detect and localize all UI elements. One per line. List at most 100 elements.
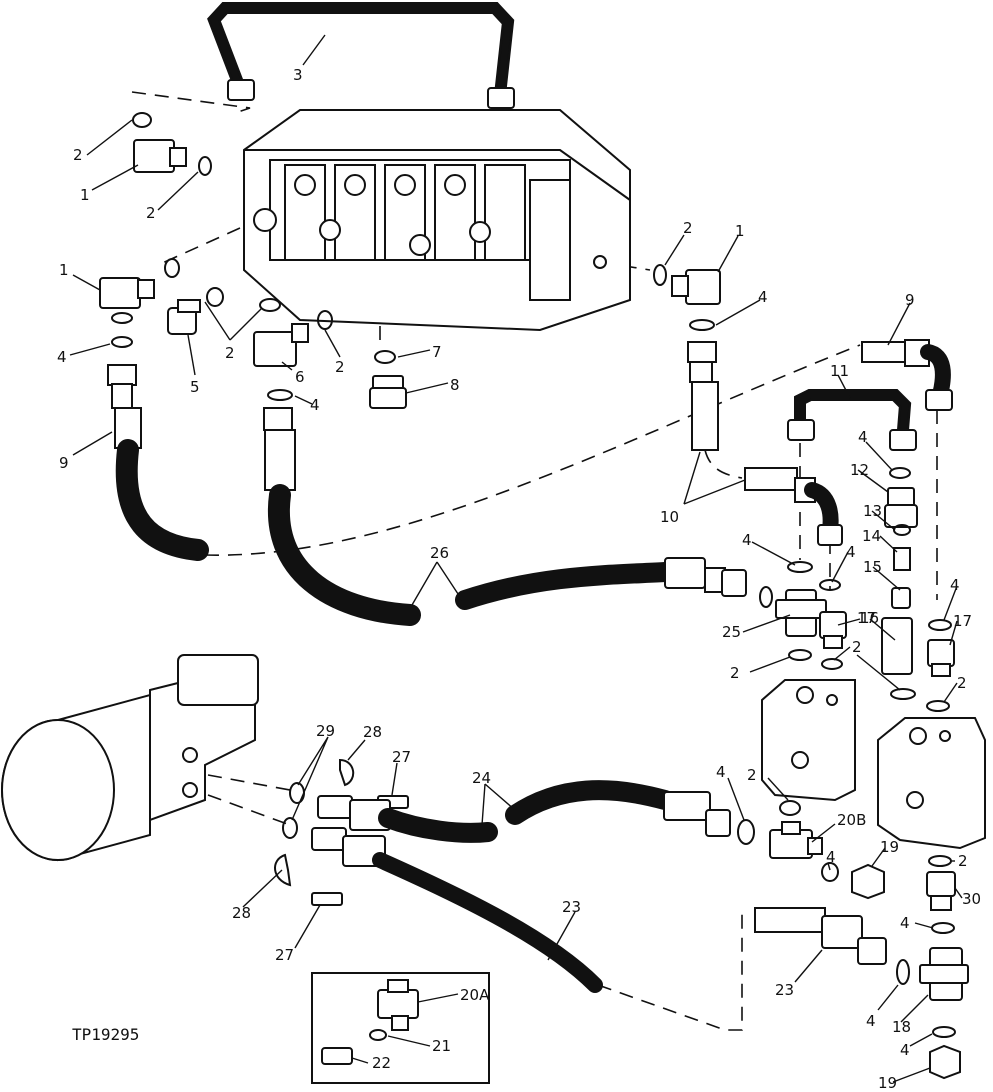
callout-label: 4 xyxy=(858,428,868,446)
o-ring xyxy=(206,287,224,307)
o-ring xyxy=(737,819,755,845)
callout-label: 19 xyxy=(878,1074,897,1092)
elbow-fitting-6 xyxy=(253,331,297,367)
flange-fitting xyxy=(311,827,347,851)
hose-24 xyxy=(378,780,731,843)
callout-label: 1 xyxy=(80,186,90,204)
callout-label: 18 xyxy=(892,1018,911,1036)
o-ring xyxy=(928,855,952,867)
o-ring xyxy=(132,112,152,128)
callout-label: 16 xyxy=(860,609,879,627)
callout-label: 29 xyxy=(316,722,335,740)
callout-label: 2 xyxy=(957,674,967,692)
valve-housings xyxy=(761,679,986,850)
callout-label: 10 xyxy=(660,508,679,526)
housing-16 xyxy=(881,617,913,675)
callout-label: 1 xyxy=(735,222,745,240)
callout-label: 4 xyxy=(846,543,856,561)
callout-label: 25 xyxy=(722,623,741,641)
right-stack xyxy=(759,467,955,712)
callout-label: 2 xyxy=(225,344,235,362)
callout-label: 24 xyxy=(472,769,491,787)
fitting-12 xyxy=(887,487,915,507)
callout-label: 4 xyxy=(57,348,67,366)
elbow-fitting-1 xyxy=(99,277,141,309)
o-ring xyxy=(896,959,910,985)
hose-26 xyxy=(263,407,747,626)
tee-fitting-20a xyxy=(377,989,419,1019)
poppet-15 xyxy=(891,587,911,609)
callout-label: 1 xyxy=(59,261,69,279)
o-ring xyxy=(890,688,916,700)
callout-label: 26 xyxy=(430,544,449,562)
callout-label: 2 xyxy=(335,358,345,376)
o-ring xyxy=(932,1026,956,1038)
o-ring xyxy=(198,156,212,176)
callout-label: 12 xyxy=(850,461,869,479)
callout-label: 4 xyxy=(900,1041,910,1059)
callout-label: 13 xyxy=(863,502,882,520)
o-ring xyxy=(267,389,293,401)
o-ring xyxy=(931,922,955,934)
callout-label: 20B xyxy=(837,811,866,829)
o-ring xyxy=(819,579,841,591)
callout-label: 11 xyxy=(830,362,849,380)
o-ring xyxy=(889,467,911,479)
callout-label: 4 xyxy=(900,914,910,932)
callout-label: 22 xyxy=(372,1054,391,1072)
callout-label: 17 xyxy=(857,609,876,627)
bolt-27 xyxy=(311,892,343,906)
callout-label: 17 xyxy=(953,612,972,630)
valve-housing-left xyxy=(761,679,856,802)
callout-label: 2 xyxy=(852,638,862,656)
upper-left-fittings xyxy=(99,112,407,409)
o-ring-21 xyxy=(369,1029,387,1041)
o-ring xyxy=(787,561,813,573)
callout-label: 2 xyxy=(683,219,693,237)
callout-label: 4 xyxy=(950,576,960,594)
o-ring xyxy=(928,619,952,631)
routing-line xyxy=(597,912,743,1031)
o-ring xyxy=(111,336,133,348)
valve-sections xyxy=(284,164,571,301)
callout-label: 4 xyxy=(742,531,752,549)
routing-line xyxy=(131,91,251,113)
callout-label: 4 xyxy=(758,288,768,306)
callout-label: 7 xyxy=(432,343,442,361)
callout-label: 2 xyxy=(146,204,156,222)
callout-label: 8 xyxy=(450,376,460,394)
flange-fitting xyxy=(317,795,353,819)
callout-label: 4 xyxy=(310,396,320,414)
callout-label: 27 xyxy=(275,946,294,964)
o-ring xyxy=(759,586,773,608)
o-ring-29 xyxy=(282,817,298,839)
hose-9-right xyxy=(861,339,953,411)
leader-lines xyxy=(69,34,963,1083)
plug-22 xyxy=(321,1047,353,1065)
callout-label: 4 xyxy=(826,848,836,866)
connector-17 xyxy=(819,611,847,639)
cap-19 xyxy=(929,1044,961,1080)
o-ring xyxy=(259,298,281,312)
callout-label: 28 xyxy=(232,904,251,922)
motor-fittings xyxy=(274,758,409,906)
figure-code: TP19295 xyxy=(72,1025,139,1044)
o-ring xyxy=(821,862,839,882)
callout-label: 23 xyxy=(775,981,794,999)
o-ring xyxy=(821,658,843,670)
o-ring xyxy=(926,700,950,712)
tube-11 xyxy=(787,389,917,451)
o-ring xyxy=(111,312,133,324)
o-ring xyxy=(317,310,333,330)
o-ring-7 xyxy=(374,350,396,364)
o-ring xyxy=(164,258,180,278)
control-valve xyxy=(243,109,631,332)
o-ring xyxy=(779,800,801,816)
o-ring xyxy=(689,319,715,331)
callout-label: 2 xyxy=(73,146,83,164)
elbow-fitting-1 xyxy=(685,269,721,305)
callout-label: 27 xyxy=(392,748,411,766)
o-ring xyxy=(788,649,812,661)
